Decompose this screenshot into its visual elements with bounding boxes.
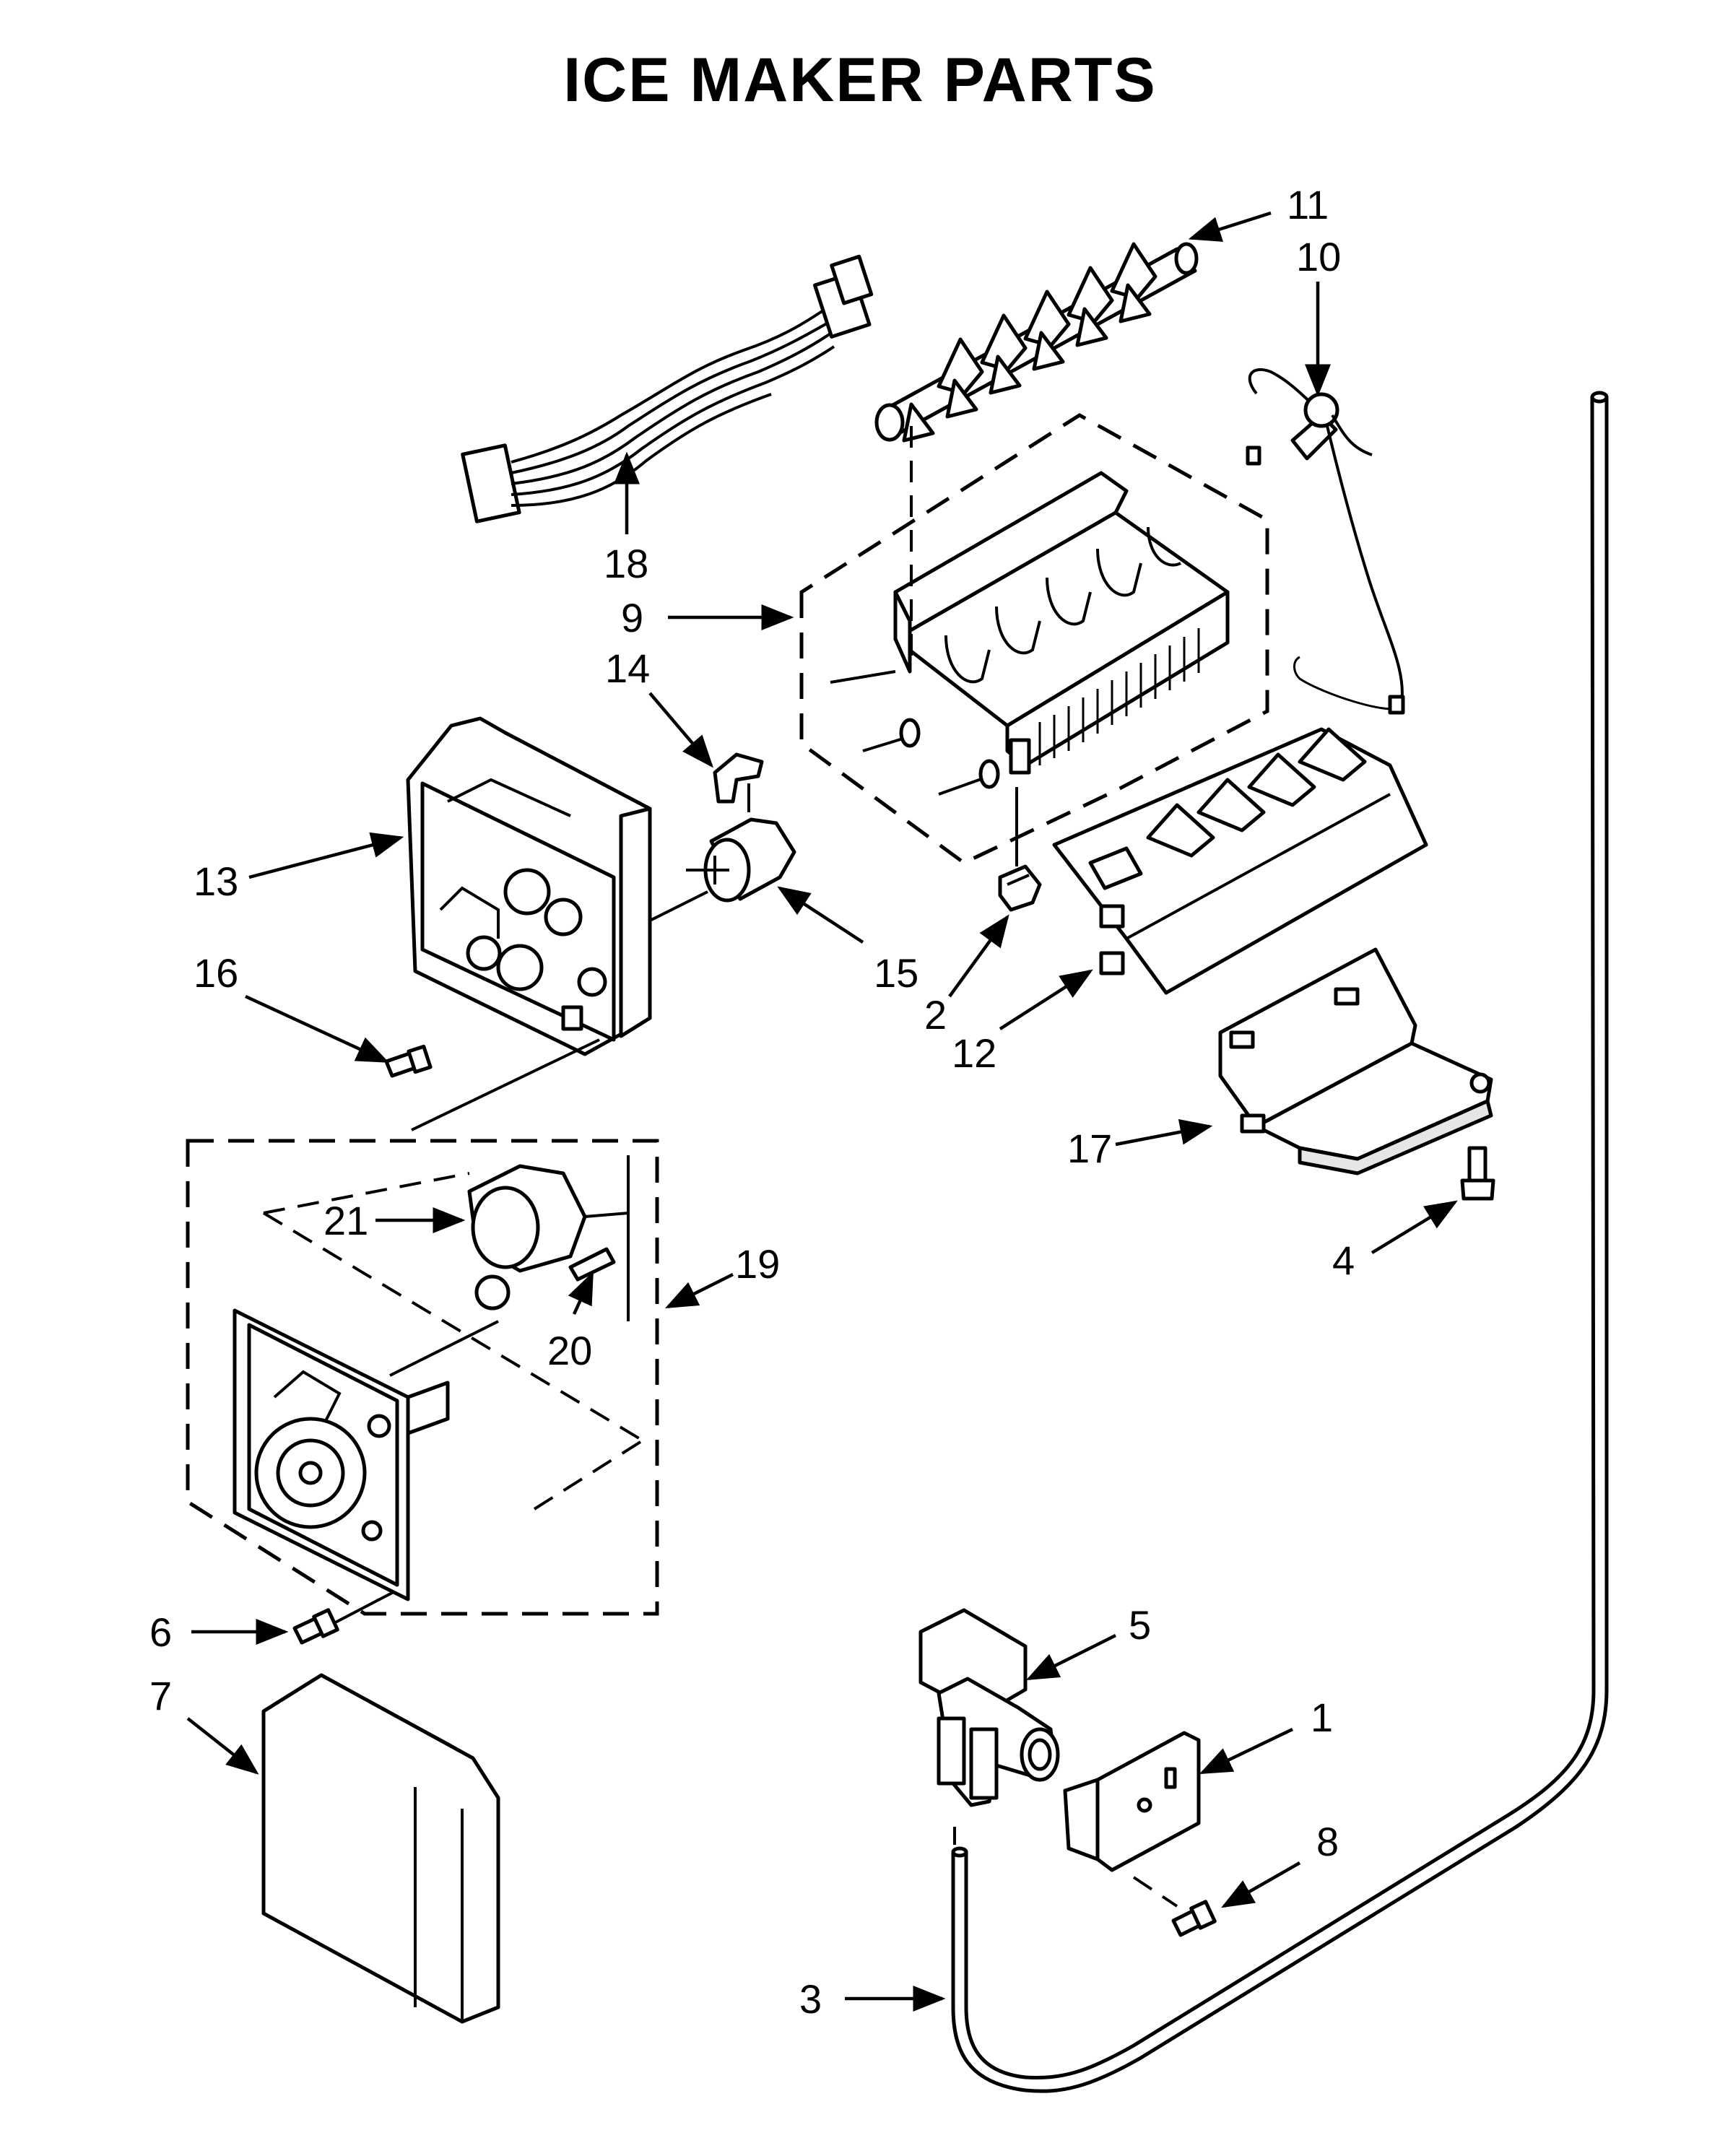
- leader-4: [1371, 1200, 1458, 1254]
- callout-3: 3: [799, 1976, 822, 2022]
- heater-puck: [686, 817, 796, 903]
- leader-14: [648, 692, 713, 768]
- screw-8-link: [1132, 1876, 1178, 1908]
- front-cover: [261, 1673, 500, 2024]
- leader-20: [568, 1271, 594, 1315]
- callout-12: 12: [952, 1030, 996, 1076]
- mold-clip: [998, 864, 1042, 912]
- leader-16: [245, 994, 390, 1064]
- leader-19: [664, 1272, 734, 1309]
- callout-6: 6: [149, 1609, 172, 1655]
- retainer-clip: [713, 752, 764, 812]
- thermostat: [1246, 368, 1405, 715]
- leader-13: [248, 832, 404, 879]
- leader-lines: [186, 211, 1458, 2012]
- leader-7: [186, 1717, 259, 1775]
- callout-13: 13: [194, 859, 238, 904]
- callout-10: 10: [1296, 234, 1341, 279]
- screw-8: [1171, 1900, 1217, 1937]
- callout-9: 9: [621, 595, 643, 640]
- callout-18: 18: [604, 541, 648, 586]
- ice-mold: [830, 471, 1230, 796]
- screw-4: [1460, 1146, 1495, 1201]
- module-diag-line-1: [262, 1212, 644, 1442]
- callout-4: 4: [1332, 1238, 1355, 1283]
- leader-2: [948, 914, 1009, 998]
- drive-motor: [467, 1155, 630, 1321]
- leader-12: [999, 969, 1093, 1030]
- callout-21: 21: [323, 1198, 368, 1243]
- leader-11: [1188, 211, 1272, 242]
- callout-15: 15: [874, 950, 918, 996]
- valve-bracket: [1063, 1731, 1201, 1872]
- fill-cup: [1052, 727, 1428, 995]
- leader-5: [1025, 1633, 1117, 1681]
- wire-harness: [461, 254, 874, 523]
- leader-1: [1199, 1727, 1293, 1775]
- callout-8: 8: [1316, 1819, 1339, 1864]
- leader-8: [1221, 1861, 1301, 1908]
- callout-7: 7: [149, 1673, 172, 1718]
- callout-5: 5: [1129, 1602, 1151, 1648]
- callout-16: 16: [194, 950, 238, 996]
- callout-17: 17: [1067, 1126, 1112, 1171]
- screw-16-link: [411, 1038, 600, 1131]
- mounting-bracket: [1218, 947, 1493, 1175]
- ejector-blade: [874, 242, 1199, 443]
- module-diag-line-2: [263, 1172, 470, 1214]
- water-valve: [918, 1608, 1060, 1807]
- callout-20: 20: [547, 1328, 592, 1373]
- page-title: ICE MAKER PARTS: [563, 45, 1157, 115]
- leader-15: [777, 886, 864, 944]
- housing-motor-link: [649, 890, 708, 922]
- callout-14: 14: [605, 646, 650, 691]
- water-tube: [951, 391, 1609, 2093]
- callout-2: 2: [924, 992, 947, 1038]
- module-diag-line-3: [533, 1439, 644, 1510]
- control-module-board: [233, 1308, 499, 1601]
- callout-19: 19: [735, 1241, 780, 1287]
- callout-1: 1: [1311, 1695, 1333, 1740]
- module-assembly-boundary: [186, 1139, 659, 1616]
- callout-11: 11: [1287, 182, 1329, 227]
- screw-6: [292, 1608, 339, 1645]
- leader-17: [1115, 1118, 1213, 1147]
- control-housing: [406, 716, 652, 1056]
- callout-labels: 11 10 18 9 14 13 15 2 12 16 17 4 21 20 1…: [149, 182, 1355, 2022]
- screw-16: [384, 1044, 433, 1078]
- mold-assembly-boundary: [799, 413, 1269, 865]
